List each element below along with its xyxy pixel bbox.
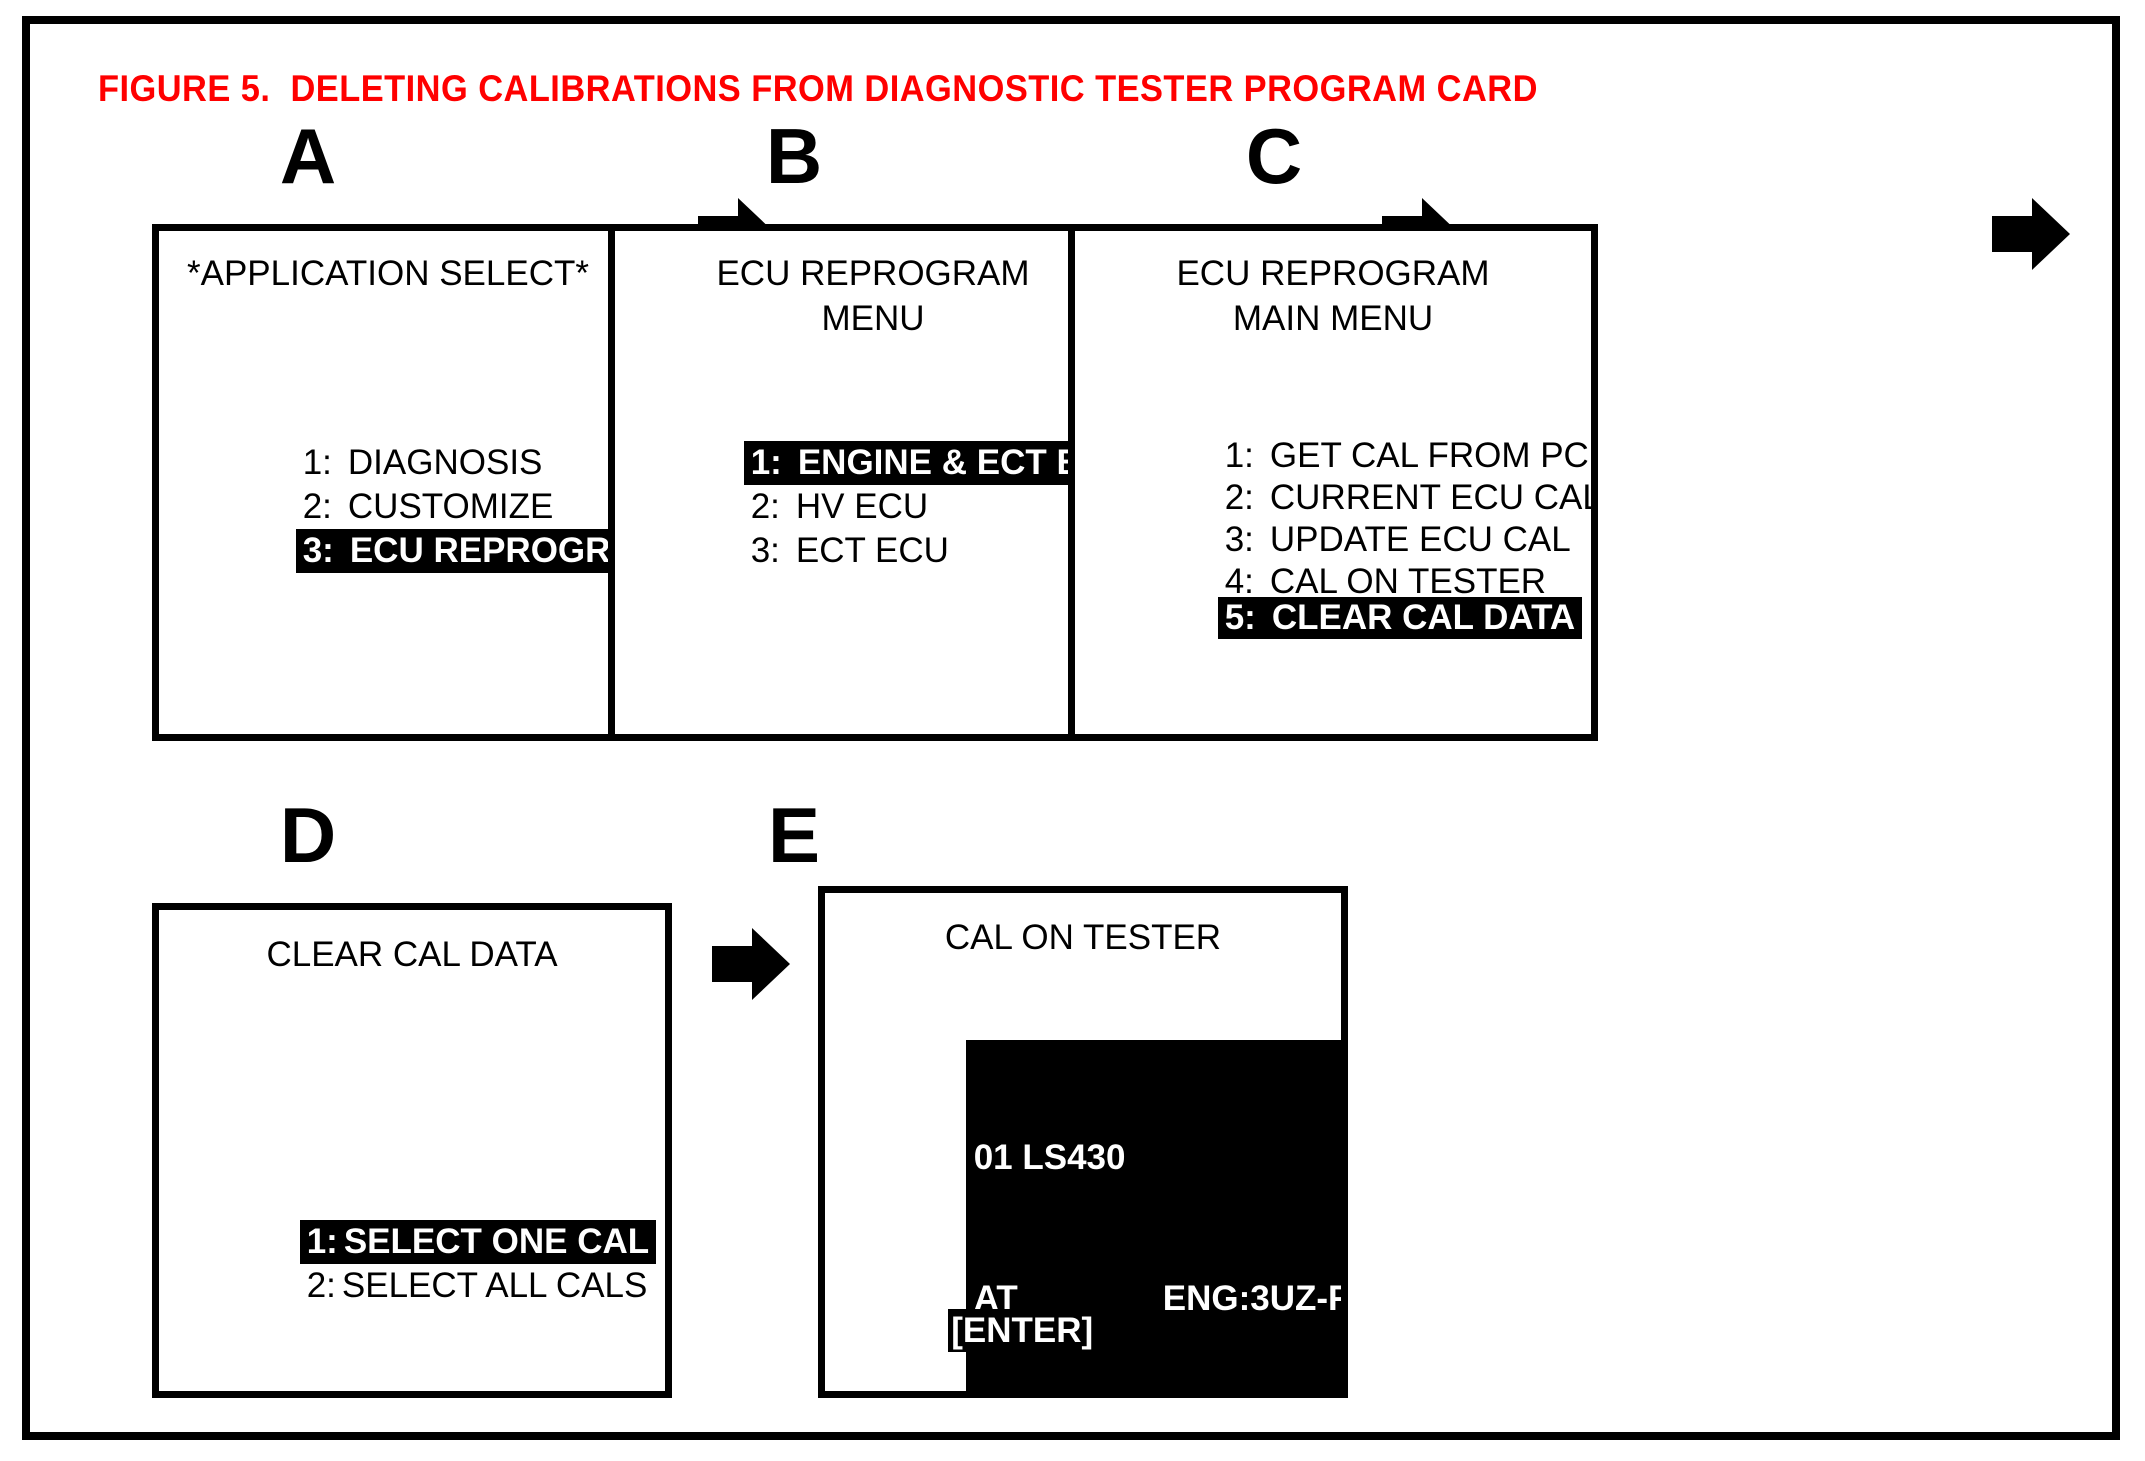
screen-b-title-line1: ECU REPROGRAM bbox=[716, 254, 1030, 293]
menu-item-ecu-reprogram[interactable]: 3:ECU REPROGRAM bbox=[179, 485, 675, 573]
step-letter-a: A bbox=[279, 112, 337, 200]
menu-item-label: SELECT ONE CAL bbox=[343, 1222, 650, 1261]
menu-item-index: 2: bbox=[306, 1266, 336, 1305]
screen-a-title: *APPLICATION SELECT* bbox=[187, 254, 589, 293]
screen-ecu-reprogram-menu: ECU REPROGRAM MENU 1:ENGINE & ECT ECU 2:… bbox=[608, 224, 1138, 741]
figure-frame: FIGURE 5. DELETING CALIBRATIONS FROM DIA… bbox=[22, 16, 2120, 1440]
menu-a: 1: DIAGNOSIS 2: CUSTOMIZE 3:ECU REPROGRAM bbox=[159, 397, 675, 573]
arrow-c-to-d bbox=[1992, 198, 2070, 270]
menu-item-current-ecu-cal[interactable]: 2:CURRENT ECU CAL bbox=[1101, 435, 1591, 517]
menu-item-label: DIAGNOSIS bbox=[347, 443, 543, 482]
screen-e-title: CAL ON TESTER bbox=[944, 918, 1222, 957]
hint-exit-to-return: [EXIT]TO RETURN bbox=[881, 1305, 1284, 1391]
menu-item-hv-ecu[interactable]: 2: HV ECU bbox=[627, 441, 1131, 526]
menu-item-index: 2: bbox=[750, 487, 780, 526]
menu-item-get-cal-from-pc[interactable]: 1: GET CAL FROM PC bbox=[1101, 393, 1591, 475]
step-letter-d: D bbox=[279, 791, 337, 879]
screen-ecu-reprogram-main-menu: ECU REPROGRAM MAIN MENU 1: GET CAL FROM P… bbox=[1068, 224, 1598, 741]
menu-item-index: 3: bbox=[302, 531, 334, 570]
cal-entry-engine: ENG:3UZ-FE bbox=[1162, 1279, 1348, 1318]
menu-c: 1: GET CAL FROM PC 2:CURRENT ECU CAL 3: UP… bbox=[1075, 393, 1591, 639]
menu-item-label: SELECT ALL CALS bbox=[341, 1266, 648, 1305]
menu-item-index: 1: bbox=[750, 443, 782, 482]
menu-item-select-all-cals[interactable]: 2:SELECT ALL CALS bbox=[183, 1220, 665, 1305]
exit-hint-text: TO RETURN bbox=[1079, 1351, 1284, 1390]
cal-entry-line1: 01 LS430 bbox=[973, 1138, 1126, 1177]
menu-item-label: GET CAL FROM PC bbox=[1269, 436, 1589, 475]
screen-d-title: CLEAR CAL DATA bbox=[266, 935, 558, 974]
menu-item-index: 1: bbox=[302, 443, 332, 482]
menu-item-label: CLEAR CAL DATA bbox=[1271, 598, 1576, 637]
menu-item-diagnosis[interactable]: 1: DIAGNOSIS bbox=[179, 397, 675, 482]
menu-item-update-ecu-cal[interactable]: 3: UPDATE ECU CAL bbox=[1101, 477, 1591, 559]
menu-item-index: 3: bbox=[750, 531, 780, 570]
menu-item-select-one-cal[interactable]: 1:SELECT ONE CAL bbox=[183, 1176, 665, 1264]
menu-item-label: CUSTOMIZE bbox=[347, 487, 554, 526]
menu-item-cal-on-tester[interactable]: 4: CAL ON TESTER bbox=[1101, 519, 1591, 601]
menu-d: 1:SELECT ONE CAL 2:SELECT ALL CALS bbox=[159, 1176, 665, 1305]
menu-item-label: CAL ON TESTER bbox=[1269, 562, 1547, 601]
menu-item-engine-ect-ecu[interactable]: 1:ENGINE & ECT ECU bbox=[627, 397, 1131, 485]
arrow-d-to-e bbox=[712, 928, 790, 1000]
step-letter-c: C bbox=[1245, 112, 1303, 200]
menu-item-label: UPDATE ECU CAL bbox=[1269, 520, 1571, 559]
menu-item-index: 1: bbox=[1224, 436, 1254, 475]
hint-enter-to-select: [ENTER]TO SELECT bbox=[851, 1265, 1295, 1391]
screen-c-title-line2: MAIN MENU bbox=[1232, 299, 1434, 338]
menu-item-label: CURRENT ECU CAL bbox=[1269, 478, 1598, 517]
menu-b: 1:ENGINE & ECT ECU 2: HV ECU 3: ECT ECU bbox=[615, 397, 1131, 570]
screen-b-title-line2: MENU bbox=[821, 299, 925, 338]
menu-item-index: 5: bbox=[1224, 598, 1256, 637]
menu-item-label: HV ECU bbox=[795, 487, 929, 526]
menu-item-label: ECT ECU bbox=[795, 531, 949, 570]
exit-key-badge[interactable]: [EXIT] bbox=[978, 1351, 1076, 1390]
step-letter-e: E bbox=[767, 791, 821, 879]
menu-item-index: 2: bbox=[1224, 478, 1254, 517]
enter-hint-text: TO SELECT bbox=[1100, 1311, 1295, 1350]
menu-item-index: 2: bbox=[302, 487, 332, 526]
menu-item-clear-cal-data[interactable]: 5: CLEAR CAL DATA bbox=[1101, 555, 1591, 639]
screen-application-select: *APPLICATION SELECT* 1: DIAGNOSIS 2: CUSTO… bbox=[152, 224, 682, 741]
enter-key-badge[interactable]: [ENTER] bbox=[948, 1309, 1097, 1352]
menu-item-index: 3: bbox=[1224, 520, 1254, 559]
menu-item-ect-ecu[interactable]: 3: ECT ECU bbox=[627, 485, 1131, 570]
figure-title: FIGURE 5. DELETING CALIBRATIONS FROM DIA… bbox=[98, 68, 1538, 109]
step-letter-b: B bbox=[765, 112, 823, 200]
menu-item-index: 4: bbox=[1224, 562, 1254, 601]
menu-item-index: 1: bbox=[306, 1222, 338, 1261]
menu-item-customize[interactable]: 2: CUSTOMIZE bbox=[179, 441, 675, 526]
screen-c-title-line1: ECU REPROGRAM bbox=[1176, 254, 1490, 293]
screen-clear-cal-data: CLEAR CAL DATA 1:SELECT ONE CAL 2:SELECT… bbox=[152, 903, 672, 1398]
